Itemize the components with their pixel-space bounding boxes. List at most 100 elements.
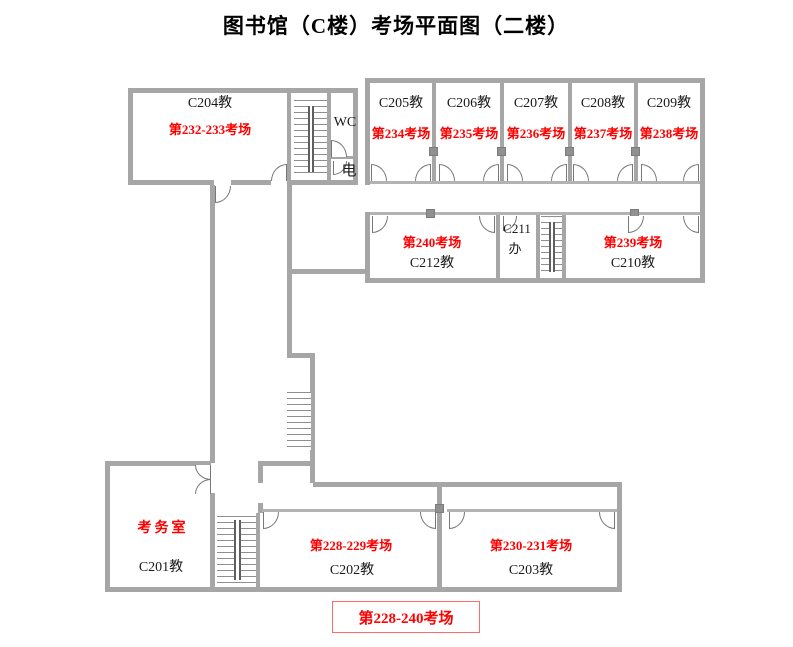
wall — [210, 493, 215, 587]
wall — [617, 483, 622, 592]
door-office-lower — [195, 479, 211, 494]
room-label-c204: C204教 — [187, 96, 233, 111]
door-c206-right — [483, 164, 499, 181]
room-label-c207: C207教 — [513, 96, 559, 111]
door-corridor-north — [215, 186, 231, 203]
exam-label-c210: 第239考场 — [603, 235, 663, 250]
wall — [256, 513, 260, 587]
wall — [432, 83, 436, 181]
wall — [365, 278, 705, 283]
wall — [562, 215, 566, 278]
wall — [496, 215, 500, 278]
wall — [287, 93, 291, 180]
wall — [258, 503, 263, 513]
column-marker — [497, 147, 506, 156]
door-c212-right — [479, 216, 495, 233]
exam-label-c208: 第237考场 — [573, 126, 633, 141]
door-c209-left — [641, 164, 657, 181]
wall — [365, 212, 370, 278]
summary-label: 第228-240考场 — [358, 610, 454, 627]
door-c203-right — [599, 512, 615, 529]
room-type-c211: 办 — [508, 241, 522, 256]
column-marker — [426, 209, 435, 218]
room-label-c211: C211 — [503, 221, 531, 236]
wall — [231, 180, 271, 185]
wc-label: WC — [333, 115, 357, 130]
wall — [128, 88, 133, 185]
exam-label-c209: 第238考场 — [639, 126, 699, 141]
door-c208-left — [573, 164, 589, 181]
wall — [128, 88, 358, 93]
door-c206-left — [439, 164, 455, 181]
wall — [500, 83, 504, 181]
room-label-c201: C201教 — [138, 560, 184, 575]
door-wc — [331, 140, 347, 157]
staircase-central — [287, 392, 311, 450]
door-office-upper — [195, 465, 211, 480]
wall — [128, 180, 214, 185]
exam-label-c205: 第234考场 — [371, 126, 431, 141]
office-label: 考务室 — [137, 521, 189, 536]
summary-box: 第228-240考场 — [332, 601, 480, 633]
exam-label-c204: 第232-233考场 — [168, 122, 252, 137]
wall — [437, 487, 442, 587]
wall — [365, 78, 370, 185]
room-label-c212: C212教 — [409, 256, 455, 271]
room-label-c203: C203教 — [508, 563, 554, 578]
wall — [634, 83, 638, 181]
wall — [105, 587, 622, 592]
door-c212-left — [372, 216, 388, 233]
door-c202-left — [263, 512, 279, 529]
electric-room-label: 电 — [341, 163, 357, 179]
wall — [287, 269, 368, 274]
wall — [313, 482, 622, 487]
wall — [327, 93, 331, 185]
page-title: 图书馆（C楼）考场平面图（二楼） — [222, 14, 570, 38]
door-c205-left — [371, 164, 387, 181]
door-c207-right — [551, 164, 567, 181]
wall — [331, 156, 358, 159]
column-marker — [435, 504, 444, 513]
door-c210-right — [683, 216, 699, 233]
wall — [447, 509, 617, 512]
wall — [568, 83, 572, 181]
exam-label-c202: 第228-229考场 — [309, 538, 393, 553]
wall — [368, 212, 700, 215]
room-label-c206: C206教 — [446, 96, 492, 111]
door-c209-right — [683, 164, 699, 181]
exam-label-c206: 第235考场 — [439, 126, 499, 141]
wall — [105, 461, 110, 592]
room-label-c202: C202教 — [329, 563, 375, 578]
wall — [310, 357, 315, 483]
door-c203-left — [449, 512, 465, 529]
wall — [258, 461, 313, 466]
wall — [258, 461, 263, 483]
room-label-c205: C205教 — [378, 96, 424, 111]
wall — [262, 509, 437, 512]
column-marker — [429, 147, 438, 156]
exam-label-c212: 第240考场 — [402, 235, 462, 250]
column-marker — [565, 147, 574, 156]
room-label-c209: C209教 — [646, 96, 692, 111]
exam-label-c203: 第230-231考场 — [489, 538, 573, 553]
door-c204 — [271, 164, 287, 181]
wall — [105, 461, 211, 466]
wall — [287, 180, 358, 185]
door-c202-right — [420, 512, 436, 529]
stair-rail — [308, 106, 314, 172]
column-marker — [631, 147, 640, 156]
wall — [287, 353, 315, 358]
wall — [365, 78, 705, 83]
wall — [353, 88, 358, 185]
door-c210-left — [628, 216, 644, 233]
door-c205-right — [415, 164, 431, 181]
wall — [700, 78, 705, 283]
room-label-c208: C208教 — [580, 96, 626, 111]
room-label-c210: C210教 — [610, 256, 656, 271]
wall — [210, 185, 215, 463]
stair-rail — [234, 520, 241, 580]
door-c208-right — [617, 164, 633, 181]
door-c207-left — [507, 164, 523, 181]
wall — [370, 181, 700, 184]
